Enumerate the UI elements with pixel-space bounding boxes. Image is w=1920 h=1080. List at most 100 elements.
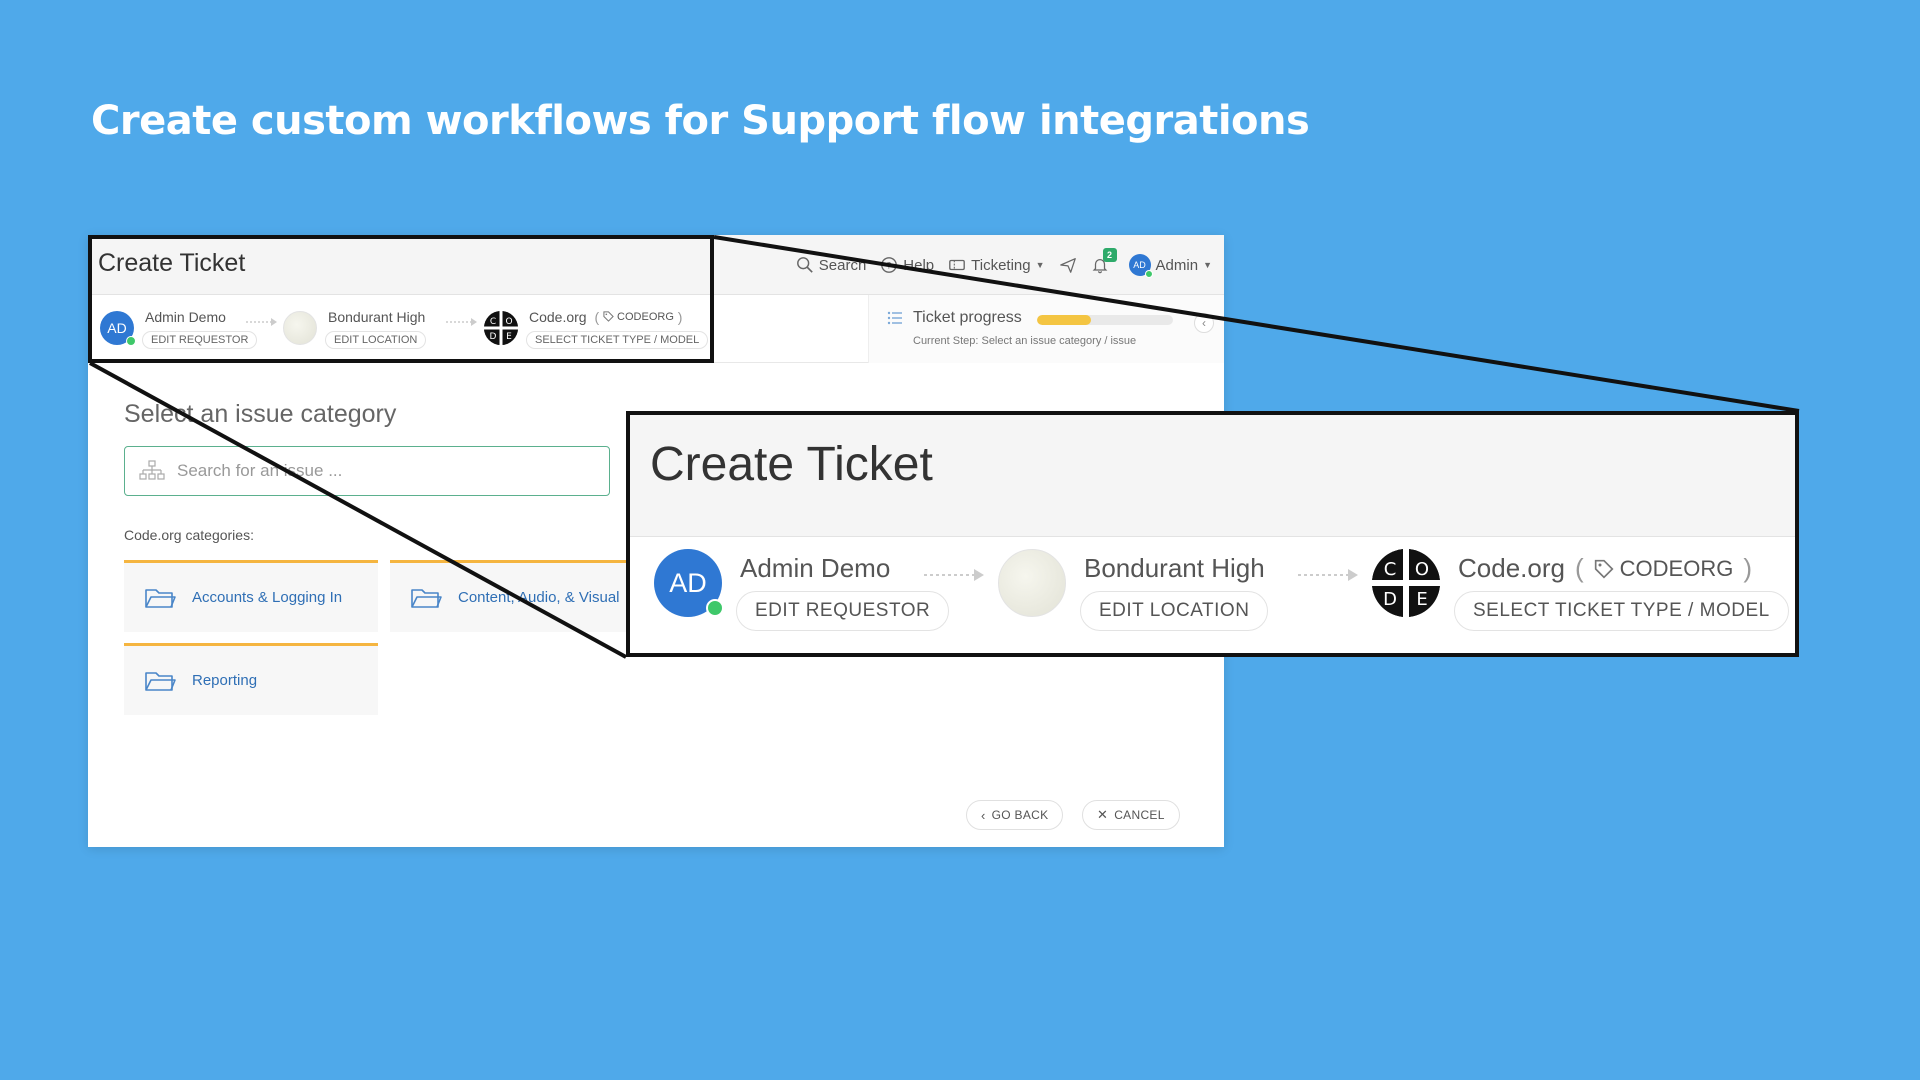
edit-location-button[interactable]: EDIT LOCATION: [325, 331, 427, 349]
zoom-location-name: Bondurant High: [1084, 553, 1265, 584]
code-logo-letter-o: O: [1415, 559, 1429, 580]
category-label: Accounts & Logging In: [192, 589, 343, 606]
tag-close-paren: ): [1743, 553, 1752, 583]
help-nav-item[interactable]: ? Help: [880, 256, 934, 274]
category-label: Content, Audio, & Visual: [458, 589, 620, 606]
issue-search-box: [124, 446, 610, 496]
user-avatar: AD: [1128, 254, 1153, 278]
zoom-header: Create Ticket: [630, 415, 1795, 537]
step-requestor: AD Admin Demo EDIT REQUESTOR: [100, 301, 260, 357]
zoom-organization-tag-label: CODEORG: [1619, 555, 1734, 581]
step-arrow-icon: [446, 318, 477, 326]
zoom-location-logo: [998, 549, 1066, 617]
code-logo-letter-c: C: [490, 317, 496, 327]
zoom-requestor-name-text: Admin Demo: [740, 553, 891, 583]
zoom-requestor-name: Admin Demo: [740, 553, 890, 584]
category-card-reporting[interactable]: Reporting: [124, 643, 378, 715]
notifications-nav-item[interactable]: 2: [1091, 248, 1117, 274]
chevron-down-icon: ▼: [1203, 260, 1212, 270]
zoom-organization-name: Code.org: [1458, 553, 1565, 583]
section-title: Select an issue category: [124, 400, 397, 428]
zoom-edit-requestor-button[interactable]: EDIT REQUESTOR: [736, 591, 950, 631]
chevron-down-icon: ▼: [1035, 260, 1045, 270]
notification-badge: 2: [1102, 248, 1117, 262]
code-org-logo-graphic: C O D E: [484, 311, 518, 345]
folder-icon: [145, 588, 176, 608]
category-label: Reporting: [192, 672, 258, 689]
category-card-accounts[interactable]: Accounts & Logging In: [124, 560, 378, 632]
zoom-callout: Create Ticket AD Admin Demo EDIT REQUEST…: [626, 411, 1799, 657]
page-headline: Create custom workflows for Support flow…: [91, 98, 1310, 144]
zoom-edit-location-button[interactable]: EDIT LOCATION: [1080, 591, 1269, 631]
send-nav-item[interactable]: [1059, 256, 1077, 274]
step-location: Bondurant High EDIT LOCATION: [283, 301, 453, 357]
code-logo-letter-e: E: [506, 332, 512, 342]
page-title: Create Ticket: [98, 249, 246, 277]
code-logo-letter-o: O: [505, 317, 512, 327]
tag-icon: [1594, 559, 1614, 579]
categories-label: Code.org categories:: [124, 527, 254, 543]
top-nav: Search ? Help Ticketing ▼ 2 AD Admin ▼: [796, 248, 1212, 279]
tag-open-paren: (: [594, 309, 600, 325]
collapse-progress-button[interactable]: ‹: [1194, 313, 1214, 333]
search-nav-label: Search: [818, 256, 867, 274]
ticketing-nav-label: Ticketing: [971, 256, 1031, 274]
zoom-organization-tag: CODEORG: [1594, 555, 1734, 582]
zoom-select-ticket-type-button[interactable]: SELECT TICKET TYPE / MODEL: [1454, 591, 1789, 631]
category-card-content[interactable]: Content, Audio, & Visual: [390, 560, 644, 632]
step-arrow-icon: [246, 318, 277, 326]
close-icon: ✕: [1097, 807, 1109, 822]
online-status-dot: [1144, 270, 1153, 278]
zoom-location-name-text: Bondurant High: [1084, 553, 1265, 583]
ticket-progress-panel: Ticket progress Current Step: Select an …: [868, 295, 1224, 363]
zoom-step-requestor: AD Admin Demo EDIT REQUESTOR: [654, 549, 954, 649]
search-icon: [796, 257, 813, 273]
tag-open-paren: (: [1574, 553, 1584, 583]
zoom-code-org-logo: C O D E: [1372, 549, 1440, 617]
user-avatar-initials: AD: [1133, 260, 1146, 270]
code-org-logo: C O D E: [484, 311, 518, 345]
cancel-label: CANCEL: [1114, 808, 1165, 822]
progress-bar: [1037, 315, 1173, 325]
issue-search-input[interactable]: [177, 461, 577, 481]
help-nav-label: Help: [903, 256, 935, 274]
paper-plane-icon: [1059, 258, 1076, 273]
zoom-organization-name-row: Code.org ( CODEORG ): [1458, 553, 1752, 584]
svg-text:?: ?: [887, 262, 892, 272]
requestor-avatar: AD: [100, 311, 136, 346]
ticket-icon: [949, 259, 966, 271]
folder-icon: [145, 671, 176, 691]
edit-requestor-button[interactable]: EDIT REQUESTOR: [142, 331, 258, 349]
zoom-page-title: Create Ticket: [650, 438, 933, 491]
user-name: Admin: [1155, 256, 1199, 274]
help-icon: ?: [881, 257, 898, 273]
organization-name-row: Code.org ( CODEORG ): [529, 309, 682, 325]
zoom-requestor-initials: AD: [669, 568, 707, 598]
zoom-step-location: Bondurant High EDIT LOCATION: [998, 549, 1298, 649]
folder-icon: [411, 588, 442, 608]
zoom-step-ticket-type: C O D E Code.org ( CODEORG ) SELECT TICK…: [1372, 549, 1789, 649]
hierarchy-icon: [139, 460, 165, 480]
zoom-requestor-avatar: AD: [654, 549, 724, 617]
cancel-button[interactable]: ✕ CANCEL: [1082, 800, 1180, 830]
select-ticket-type-button[interactable]: SELECT TICKET TYPE / MODEL: [526, 331, 709, 349]
code-logo-letter-d: D: [490, 332, 497, 342]
location-name: Bondurant High: [328, 309, 426, 325]
user-menu[interactable]: AD Admin ▼: [1128, 254, 1212, 278]
organization-tag-label: CODEORG: [617, 310, 674, 323]
go-back-button[interactable]: ‹ GO BACK: [966, 800, 1064, 830]
code-org-logo-graphic: C O D E: [1372, 549, 1440, 617]
location-logo: [283, 311, 317, 345]
online-status-dot: [706, 599, 724, 617]
list-icon: [887, 311, 902, 325]
chevron-left-icon: ‹: [981, 807, 986, 823]
tag-close-paren: ): [677, 309, 683, 325]
ticket-steps-bar: AD Admin Demo EDIT REQUESTOR Bondurant H…: [88, 295, 1224, 363]
ticketing-nav-item[interactable]: Ticketing ▼: [948, 256, 1045, 274]
app-header: Create Ticket Search ? Help Ticketing ▼ …: [88, 235, 1224, 295]
step-arrow-icon: [924, 569, 984, 581]
step-arrow-icon: [1298, 569, 1358, 581]
tag-icon: [603, 311, 614, 322]
online-status-dot: [126, 336, 136, 346]
search-nav-item[interactable]: Search: [796, 256, 867, 274]
